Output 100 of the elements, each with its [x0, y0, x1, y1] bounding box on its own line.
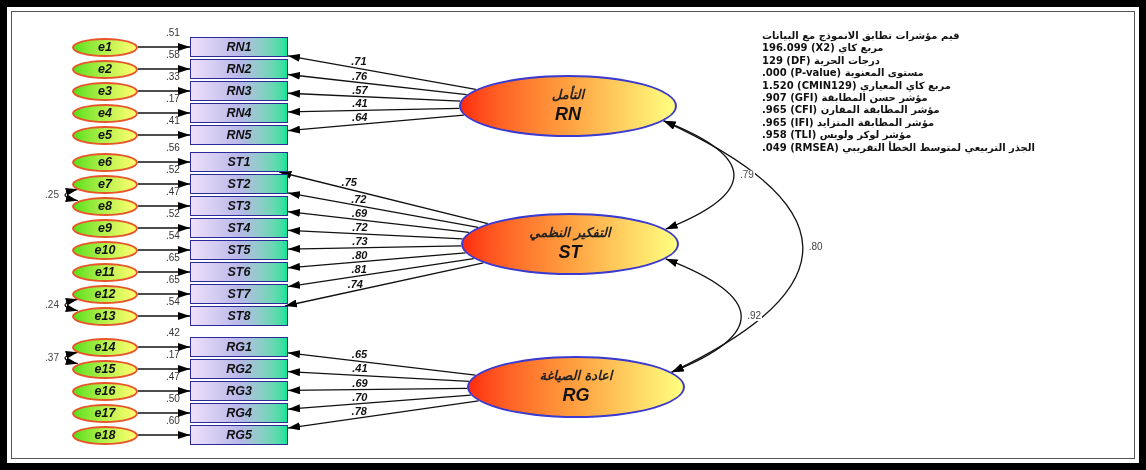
- node-label: e2: [98, 62, 112, 76]
- fit-index-row-text: .958 (TLI) مؤشر لوكر ولويس: [762, 129, 913, 141]
- node-label: e9: [98, 221, 112, 235]
- error-ellipse: [72, 284, 138, 304]
- arrow: [287, 257, 475, 289]
- value-label: .65: [166, 275, 180, 285]
- curved-arrow: [64, 188, 79, 202]
- node-label: e15: [94, 362, 116, 376]
- node-label: e6: [98, 155, 112, 169]
- node-label: التفكير النظمي: [529, 224, 611, 241]
- arrow: [137, 431, 191, 439]
- node-label: RN2: [226, 62, 252, 76]
- curved-arrow: [663, 120, 804, 373]
- node-label: RG3: [226, 384, 252, 398]
- node-label: e17: [94, 406, 116, 420]
- edge-label: .71: [350, 56, 368, 67]
- error-ellipse: [72, 174, 138, 194]
- arrow: [137, 87, 191, 95]
- arrow: [137, 268, 191, 276]
- value-label: .54: [166, 231, 180, 241]
- arrow: [137, 365, 191, 373]
- arrow: [137, 290, 191, 298]
- fit-index-row: .049 (RMSEA) الجذر التربيعي لمتوسط الخطأ التقريبي: [762, 141, 1035, 155]
- fit-index-row-text: .965 (CFI) مؤشر المطابقة المقارن: [762, 104, 941, 117]
- indicator-box: [190, 306, 288, 326]
- fit-index-row-text: .965 (IFI) مؤشر المطابقة المتزايد: [762, 116, 936, 130]
- node-label: e16: [94, 384, 116, 398]
- indicator-box: [190, 59, 288, 79]
- node-label: e3: [98, 84, 112, 98]
- value-label: .51: [166, 28, 180, 38]
- node-label: e11: [95, 265, 115, 279]
- curved-arrow: [663, 120, 735, 230]
- value-label: .50: [166, 394, 180, 404]
- indicator-box: [190, 240, 288, 260]
- edge-label: .72: [351, 221, 369, 233]
- node-label: e12: [94, 287, 116, 301]
- arrow: [137, 387, 191, 395]
- edge-label: .75: [340, 176, 358, 188]
- node-label: RN4: [226, 106, 252, 120]
- arrow: [137, 158, 191, 166]
- node-label: ST: [558, 241, 582, 264]
- edge-label: .57: [351, 84, 369, 95]
- indicator-box: [190, 337, 288, 357]
- value-label: .65: [166, 253, 180, 263]
- indicator-box: [190, 381, 288, 401]
- error-ellipse: [72, 196, 138, 216]
- node-label: e13: [94, 309, 116, 323]
- node-label: RN5: [226, 128, 252, 142]
- edge-label: .64: [351, 111, 369, 123]
- edge-label: .76: [350, 70, 369, 82]
- edge-label: .70: [351, 391, 369, 403]
- node-label: ST5: [227, 243, 251, 257]
- edge-label: .80: [807, 241, 824, 252]
- arrow: [287, 53, 477, 91]
- value-label: .17: [166, 350, 180, 360]
- curved-arrow: [64, 351, 79, 365]
- fit-index-row-text: .000 (P-value) مستوى المعنوية: [762, 67, 925, 80]
- value-label: .33: [166, 72, 180, 82]
- arrow: [137, 224, 191, 232]
- value-label: .47: [166, 372, 180, 382]
- arrow: [287, 350, 477, 376]
- edge-label: .78: [350, 405, 368, 417]
- indicator-box: [190, 37, 288, 57]
- indicator-box: [190, 81, 288, 101]
- edge-label: .24: [44, 300, 60, 310]
- arrow: [137, 202, 191, 210]
- arrow: [287, 191, 479, 228]
- node-label: ST6: [227, 265, 251, 279]
- node-label: e4: [98, 106, 112, 120]
- edge-label: .37: [44, 353, 60, 363]
- edge-label: .81: [350, 263, 368, 275]
- arrow: [137, 246, 191, 254]
- node-label: e14: [94, 340, 116, 354]
- arrow: [287, 244, 462, 253]
- node-label: ST8: [227, 309, 251, 323]
- node-label: e18: [94, 428, 116, 442]
- indicator-box: [190, 262, 288, 282]
- arrow: [137, 312, 191, 320]
- node-label: RG1: [226, 340, 252, 354]
- node-label: e7: [98, 177, 112, 191]
- arrow: [287, 400, 480, 431]
- node-label: RG5: [226, 428, 252, 442]
- arrow: [137, 109, 191, 117]
- node-label: RN1: [226, 40, 252, 54]
- node-label: e10: [94, 243, 116, 257]
- node-label: التأمل: [551, 86, 585, 103]
- edge-label: .80: [351, 249, 369, 261]
- edge-label: .41: [351, 97, 369, 109]
- indicator-box: [190, 125, 288, 145]
- node-label: RG: [562, 383, 590, 407]
- arrow: [287, 71, 468, 96]
- arrow: [137, 409, 191, 417]
- value-label: .52: [166, 209, 180, 219]
- arrow: [287, 368, 470, 382]
- edge-label: .65: [350, 348, 369, 360]
- value-label: .58: [166, 50, 180, 60]
- indicator-box: [190, 218, 288, 238]
- fit-index-row-text: .907 (GFI) مؤشر حسن المطابقة: [762, 92, 929, 105]
- edge-label: .92: [746, 310, 763, 321]
- arrow: [287, 386, 468, 395]
